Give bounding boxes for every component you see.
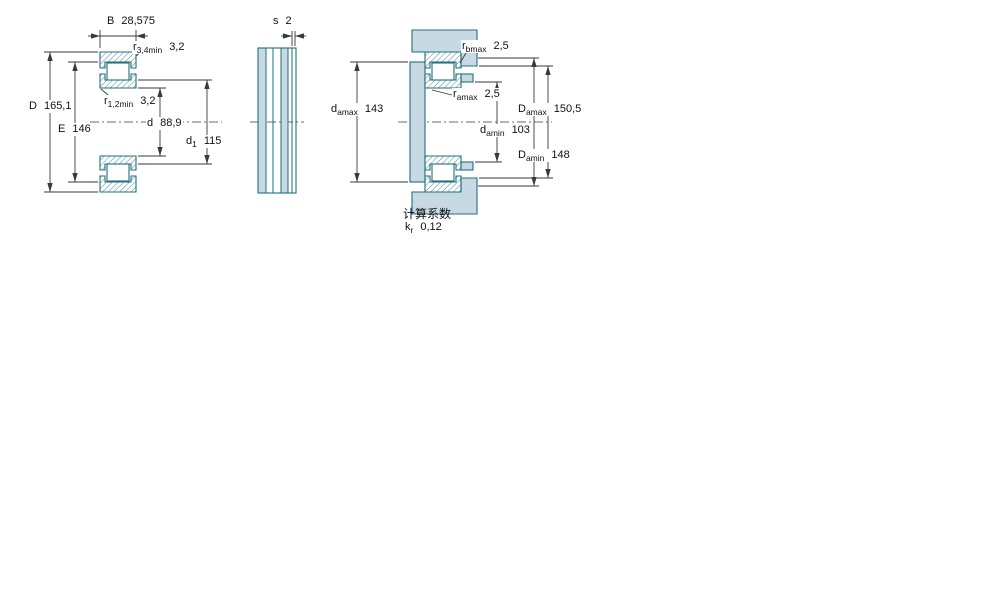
dim-sub: 1,2min: [107, 99, 134, 110]
dim-value: 3,2: [140, 95, 156, 107]
dim-base: d: [147, 117, 154, 129]
dim-label-r12min: r1,2min 3,2: [103, 95, 157, 110]
mounted-view: [350, 29, 553, 215]
dim-sub: r: [410, 225, 414, 236]
side-view: [250, 31, 306, 194]
dim-label-E: E 146: [57, 123, 92, 137]
dim-label-d1: d1 115: [185, 135, 223, 150]
dim-sub: amax: [456, 92, 478, 103]
factor-kr: kr 0,12: [404, 221, 443, 234]
dim-value: 146: [72, 123, 91, 135]
dim-base: r: [104, 95, 108, 107]
dim-label-rbmax: rbmax 2,5: [461, 40, 510, 53]
dim-base: s: [273, 15, 279, 27]
dim-sub: amin: [486, 128, 505, 139]
dim-label-D: D 165,1: [28, 100, 73, 114]
dim-label-B: B 28,575: [106, 15, 156, 29]
dim-base: d: [186, 135, 193, 147]
dim-label-Damin: Damin 148: [517, 149, 571, 162]
calculation-factors-heading: 计算系数: [403, 207, 452, 221]
dim-value: 2: [285, 15, 292, 27]
dim-base: B: [107, 15, 115, 27]
dim-base: D: [518, 103, 526, 115]
dim-base: d: [331, 103, 338, 115]
dim-base: E: [58, 123, 66, 135]
dim-label-damin: damin 103: [479, 124, 531, 137]
dim-sub: bmax: [465, 44, 487, 55]
dim-value: 115: [203, 135, 222, 147]
dim-value: 88,9: [160, 117, 182, 129]
dim-label-damax: damax 143: [330, 103, 385, 118]
dim-value: 28,575: [121, 15, 155, 27]
dim-sub: 3,4min: [136, 45, 163, 56]
dim-base: r: [462, 40, 466, 52]
dim-value: 150,5: [553, 103, 582, 115]
dim-label-Damax: Damax 150,5: [517, 103, 583, 118]
dim-base: r: [133, 41, 137, 53]
dim-value: 3,2: [169, 41, 185, 53]
dim-base: D: [518, 149, 526, 161]
dim-sub: amax: [337, 107, 358, 118]
dim-label-ramax: ramax 2,5: [452, 88, 501, 101]
dim-label-d: d 88,9: [146, 117, 183, 131]
dim-sub: amax: [525, 107, 547, 118]
front-view: [44, 30, 222, 193]
dim-value: 165,1: [43, 100, 72, 112]
dim-base: d: [480, 124, 487, 136]
dim-base: r: [453, 88, 457, 100]
dim-value: 2,5: [484, 88, 500, 100]
dim-value: 103: [511, 124, 530, 136]
dim-base: k: [405, 221, 411, 233]
dim-label-r34min: r3,4min 3,2: [132, 41, 186, 56]
dim-value: 143: [364, 103, 384, 115]
dim-sub: 1: [192, 139, 197, 150]
dim-value: 2,5: [493, 40, 509, 52]
dim-value: 148: [551, 149, 570, 161]
dim-value: 0,12: [420, 221, 442, 233]
dim-base: D: [29, 100, 37, 112]
dim-sub: amin: [525, 153, 545, 164]
